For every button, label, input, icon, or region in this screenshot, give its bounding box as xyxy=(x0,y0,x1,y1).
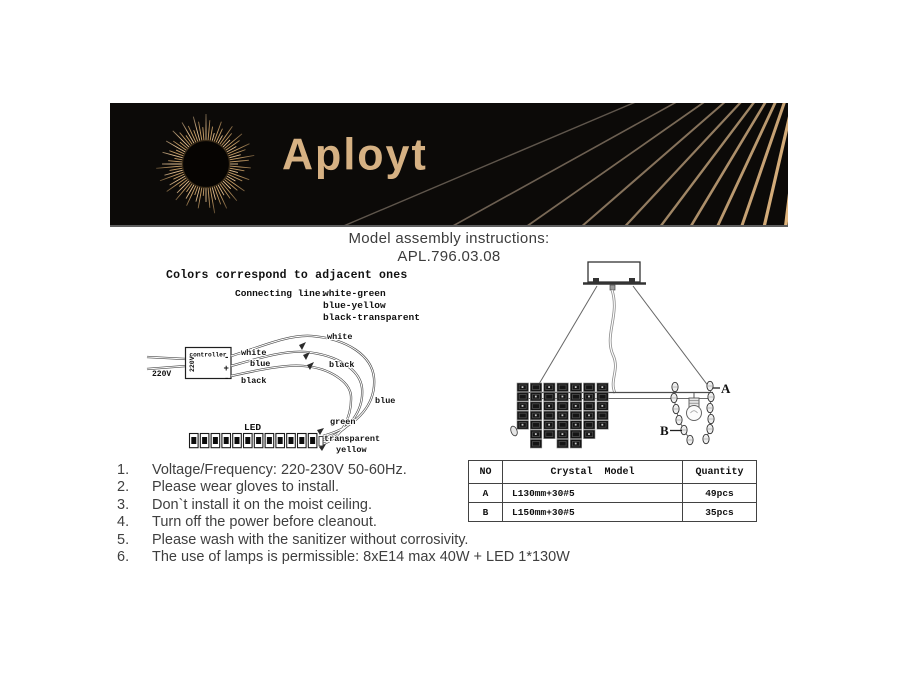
arrow-icon xyxy=(303,352,310,360)
item-text: Don`t install it on the moist ceiling. xyxy=(152,496,373,513)
cell-qty-b: 35pcs xyxy=(682,502,757,522)
list-item: 3. Don`t install it on the moist ceiling… xyxy=(117,497,637,514)
wire-label-black-near: black xyxy=(241,376,267,386)
parts-table: NO Crystal Model Quantity A L130mm+30#5 … xyxy=(468,460,757,522)
arrow-icon xyxy=(317,428,324,435)
corner-rays-icon xyxy=(344,103,788,225)
led-end-connector xyxy=(318,436,324,447)
wire-label-yellow: yellow xyxy=(336,445,368,455)
item-number: 6. xyxy=(117,549,130,566)
pair-blue-yellow: blue-yellow xyxy=(323,300,386,311)
list-item: 6. The use of lamps is permissible: 8xE1… xyxy=(117,549,637,566)
item-text: Turn off the power before cleanout. xyxy=(152,514,377,531)
controller-voltage-label: 220V xyxy=(189,356,196,372)
item-number: 2. xyxy=(117,479,130,496)
canopy-bolt xyxy=(593,278,599,283)
model-number: APL.796.03.08 xyxy=(397,248,501,265)
label-b: B xyxy=(660,423,669,438)
wire-label-green: green xyxy=(330,417,356,427)
wire-label-transparent: transparent xyxy=(324,434,380,444)
header-quantity: Quantity xyxy=(682,460,757,484)
suspension-wire xyxy=(632,285,710,388)
item-text: Please wash with the sanitizer without c… xyxy=(152,531,469,548)
title-block: Model assembly instructions: APL.796.03.… xyxy=(110,230,788,265)
cable-gland xyxy=(609,284,616,291)
item-text: Voltage/Frequency: 220-230V 50-60Hz. xyxy=(152,462,407,478)
pair-white-green: white-green xyxy=(323,288,386,299)
item-text: The use of lamps is permissible: 8xE14 m… xyxy=(152,549,570,566)
list-item: 4. Turn off the power before cleanout. xyxy=(117,514,637,531)
wire-label-blue-near: blue xyxy=(250,359,270,369)
list-item: 1. Voltage/Frequency: 220-230V 50-60Hz. xyxy=(117,462,637,479)
sunburst-center xyxy=(181,139,231,189)
crystal-chains xyxy=(670,380,715,446)
arrow-icon xyxy=(319,444,326,451)
header-no: NO xyxy=(468,460,503,484)
suspension-wire xyxy=(538,285,598,385)
wire-label-white-far: white xyxy=(327,332,353,342)
input-voltage-label: 220V xyxy=(152,370,171,379)
list-item: 2. Please wear gloves to install. xyxy=(117,479,637,496)
instructions-list: 1. Voltage/Frequency: 220-230V 50-60Hz. … xyxy=(117,462,637,567)
item-text: Please wear gloves to install. xyxy=(152,479,339,496)
wiring-diagram: 220V controller 220V - + - LED white blu… xyxy=(146,331,396,456)
list-item: 5. Please wash with the sanitizer withou… xyxy=(117,532,637,549)
terminal-plus: + xyxy=(224,364,229,374)
controller-box xyxy=(184,346,232,380)
brand-logo-text: Aployt xyxy=(282,130,428,180)
brand-banner: Aployt xyxy=(110,103,788,227)
led-strip xyxy=(188,432,318,449)
power-cable-core xyxy=(609,289,617,394)
banner-art xyxy=(144,103,788,225)
wire-label-black-far: black xyxy=(329,360,355,370)
canopy-bolt xyxy=(629,278,635,283)
pair-black-transparent: black-transparent xyxy=(323,312,420,323)
terminal-minus-2: - xyxy=(224,374,229,384)
item-number: 1. xyxy=(117,462,130,478)
arrow-icon xyxy=(307,362,314,370)
controller-label: controller xyxy=(189,352,226,359)
crystal-drop xyxy=(510,425,518,437)
arrow-icon xyxy=(299,342,306,350)
chandelier-diagram: A B xyxy=(510,261,731,449)
led-label: LED xyxy=(244,422,261,433)
item-number: 4. xyxy=(117,514,130,531)
connecting-line-label: Connecting line: xyxy=(235,288,327,299)
item-number: 5. xyxy=(117,531,130,548)
terminal-minus-1: - xyxy=(224,353,229,363)
page-title: Model assembly instructions: xyxy=(348,230,550,247)
crystal-block xyxy=(516,382,609,449)
item-number: 3. xyxy=(117,496,130,513)
table-row: B L150mm+30#5 35pcs xyxy=(468,502,757,522)
cell-no-b: B xyxy=(468,502,503,522)
cell-qty-a: 49pcs xyxy=(682,483,757,503)
bulb-icon xyxy=(686,405,702,421)
ceiling-canopy xyxy=(587,261,641,283)
bulb-filament xyxy=(690,410,698,414)
wire-label-blue-far: blue xyxy=(375,396,395,406)
label-a: A xyxy=(721,381,731,396)
colors-heading: Colors correspond to adjacent ones xyxy=(166,269,408,282)
wire-label-white-near: white xyxy=(241,348,267,358)
